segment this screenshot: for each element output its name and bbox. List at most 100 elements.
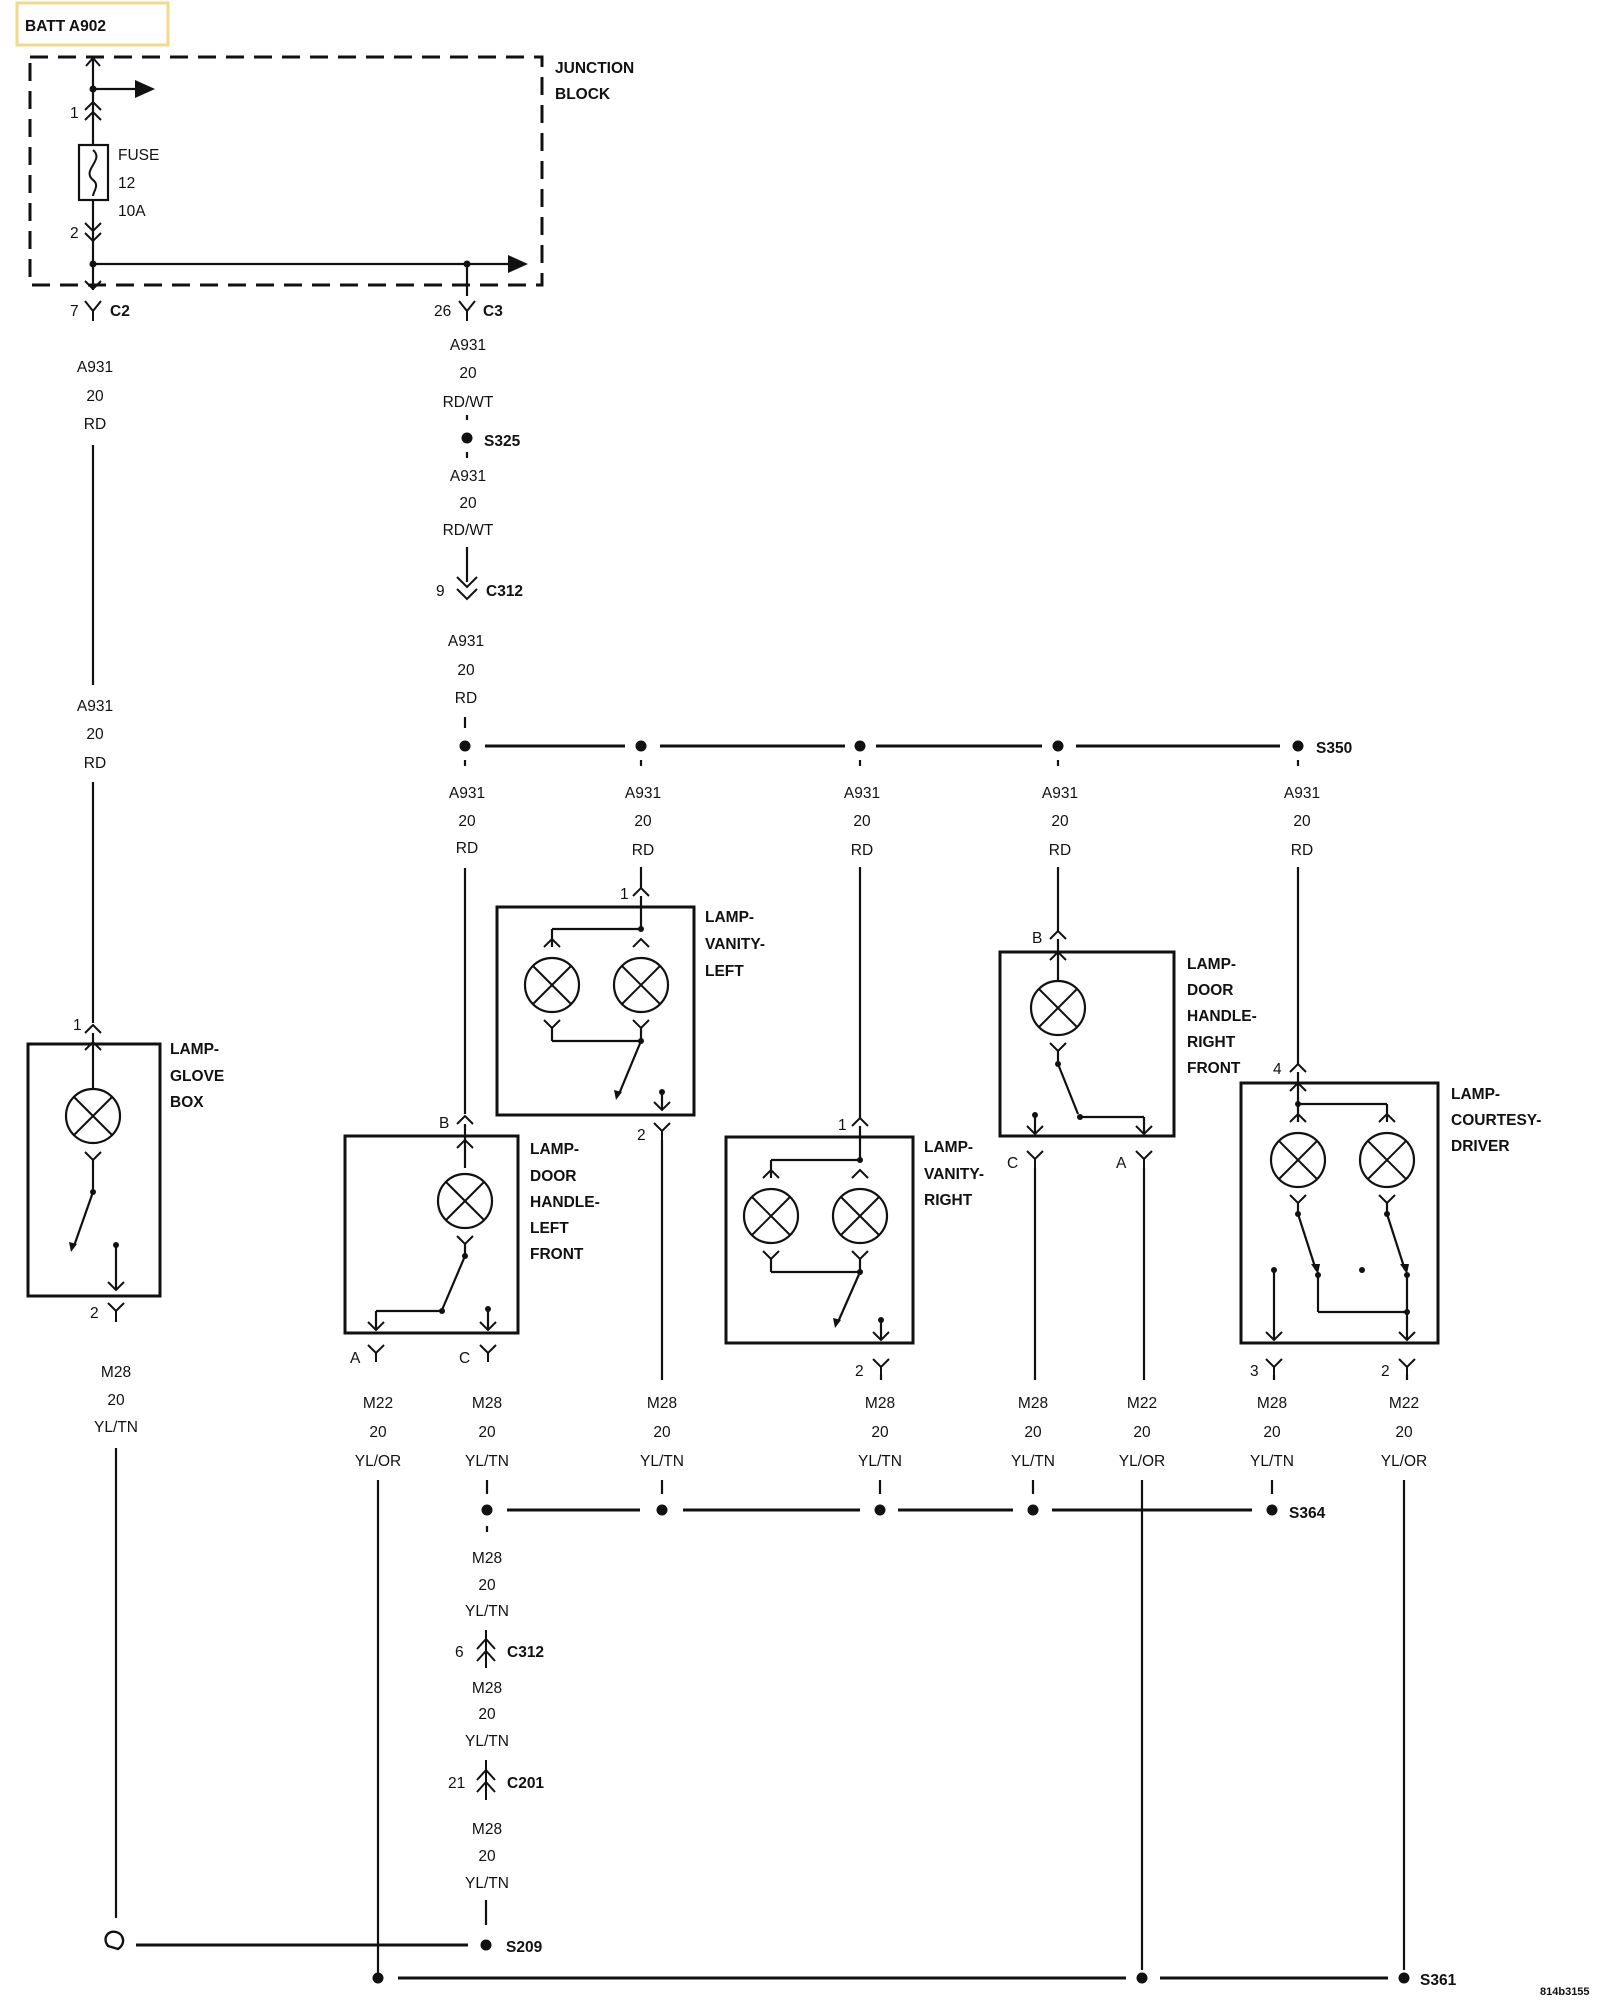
wire-label-a931: A931: [449, 785, 485, 802]
wire-label-a931: A931: [450, 337, 486, 354]
vanity-left-label-2: VANITY-: [705, 936, 765, 953]
bulb-icon: [831, 1187, 889, 1245]
courtesy-pin-in: 4: [1273, 1061, 1282, 1078]
s350-bus: [459, 740, 1304, 766]
vanity-right-label-1: LAMP-: [924, 1139, 973, 1156]
c312-bottom-pin: 6: [455, 1644, 464, 1661]
wire-label-a931: A931: [1284, 785, 1320, 802]
dhlf-pin-c: C: [459, 1350, 470, 1367]
c312-top-pin: 9: [436, 583, 445, 600]
bulb-icon: [64, 1087, 122, 1145]
wire-label-a931: A931: [844, 785, 880, 802]
wire-label-color: RD: [1291, 842, 1313, 859]
wire-label-color: YL/OR: [1119, 1453, 1166, 1470]
wire-label-gauge: 20: [86, 388, 104, 405]
wire-label-m28: M28: [472, 1395, 502, 1412]
wire-label-color: YL/OR: [1381, 1453, 1428, 1470]
wire-label-m22: M22: [1389, 1395, 1419, 1412]
wire-label-color: RD: [851, 842, 873, 859]
wire-label-gauge: 20: [1024, 1424, 1042, 1441]
ground-eyelet-icon: [104, 1930, 125, 1951]
vanity-left-label-1: LAMP-: [705, 909, 754, 926]
wire-label-gauge: 20: [1395, 1424, 1413, 1441]
wire-label-color: RD: [456, 840, 478, 857]
wire-label-color: RD/WT: [443, 394, 494, 411]
glove-box-label-1: LAMP-: [170, 1041, 219, 1058]
wire-label-color: RD: [455, 690, 477, 707]
wire-label-m28: M28: [1257, 1395, 1287, 1412]
fuse-label-2: 12: [118, 175, 135, 192]
fuse-pin-1: 1: [70, 105, 79, 122]
splice-s350: S350: [1316, 740, 1352, 757]
wire-label-color: YL/TN: [640, 1453, 684, 1470]
c3-pin: 26: [434, 303, 451, 320]
wire-label-gauge: 20: [653, 1424, 671, 1441]
fuse-label-1: FUSE: [118, 147, 159, 164]
dhrf-label-5: FRONT: [1187, 1060, 1241, 1077]
wire-label-color: YL/TN: [465, 1603, 509, 1620]
bulb-icon: [1029, 979, 1087, 1037]
bulb-icon: [742, 1187, 800, 1245]
lamp-courtesy-driver: [1239, 867, 1440, 1380]
glove-box-pin-out: 2: [90, 1305, 99, 1322]
c312-bottom-connector: [476, 1630, 496, 1668]
wire-label-gauge: 20: [478, 1577, 496, 1594]
vanity-right-pin-in: 1: [838, 1117, 847, 1134]
wire-label-a931: A931: [448, 633, 484, 650]
wire-label-color: RD: [84, 755, 106, 772]
dhrf-label-2: DOOR: [1187, 982, 1234, 999]
junction-block-label-1: JUNCTION: [555, 60, 634, 77]
wire-label-color: RD: [1049, 842, 1071, 859]
wire-label-a931: A931: [625, 785, 661, 802]
bulb-icon: [523, 956, 581, 1014]
figure-id: 814b3155: [1540, 1986, 1590, 1998]
vanity-left-pin-out: 2: [637, 1127, 646, 1144]
courtesy-pin-2: 2: [1381, 1363, 1390, 1380]
wire-label-color: RD/WT: [443, 522, 494, 539]
c201-connector: [476, 1760, 496, 1800]
wire-label-gauge: 20: [1133, 1424, 1151, 1441]
wire-label-gauge: 20: [86, 726, 104, 743]
wire-label-gauge: 20: [458, 813, 476, 830]
dhlf-pin-in: B: [439, 1115, 449, 1132]
wire-label-color: RD: [84, 416, 106, 433]
lower-wires: [376, 1480, 1406, 1978]
wire-label-m28: M28: [472, 1550, 502, 1567]
dhrf-label-1: LAMP-: [1187, 956, 1236, 973]
dhrf-label-3: HANDLE-: [1187, 1008, 1257, 1025]
glove-box-label-2: GLOVE: [170, 1068, 224, 1085]
batt-label-highlight: [15, 1, 170, 47]
wire-label-gauge: 20: [871, 1424, 889, 1441]
c3-name: C3: [483, 303, 503, 320]
wire-label-gauge: 20: [1051, 813, 1069, 830]
fuse-label-3: 10A: [118, 203, 146, 220]
c201-name: C201: [507, 1775, 544, 1792]
wire-label-m28: M28: [472, 1680, 502, 1697]
dhlf-label-3: HANDLE-: [530, 1194, 600, 1211]
wire-label-a931: A931: [450, 468, 486, 485]
wire-label-a931: A931: [1042, 785, 1078, 802]
wire-label-gauge: 20: [107, 1392, 125, 1409]
wire-label-color: YL/OR: [355, 1453, 402, 1470]
dhrf-pin-a: A: [1116, 1155, 1127, 1172]
c201-pin: 21: [448, 1775, 465, 1792]
wire-label-gauge: 20: [459, 495, 477, 512]
wire-label-m28: M28: [647, 1395, 677, 1412]
wire-label-gauge: 20: [853, 813, 871, 830]
wire-label-color: YL/TN: [858, 1453, 902, 1470]
splice-s209: S209: [506, 1939, 543, 1956]
lamp-door-handle-left-front: [343, 868, 520, 1362]
courtesy-label-2: COURTESY-: [1451, 1112, 1541, 1129]
wire-label-color: YL/TN: [1250, 1453, 1294, 1470]
wire-label-color: YL/TN: [465, 1875, 509, 1892]
wire-label-a931: A931: [77, 359, 113, 376]
bulb-icon: [612, 956, 670, 1014]
lamp-glove-box: [26, 1023, 162, 1322]
fuse-circuit: [77, 56, 528, 296]
glove-box-label-3: BOX: [170, 1094, 204, 1111]
courtesy-label-1: LAMP-: [1451, 1086, 1500, 1103]
wire-label-gauge: 20: [478, 1706, 496, 1723]
bulb-icon: [436, 1172, 494, 1230]
wire-label-gauge: 20: [369, 1424, 387, 1441]
